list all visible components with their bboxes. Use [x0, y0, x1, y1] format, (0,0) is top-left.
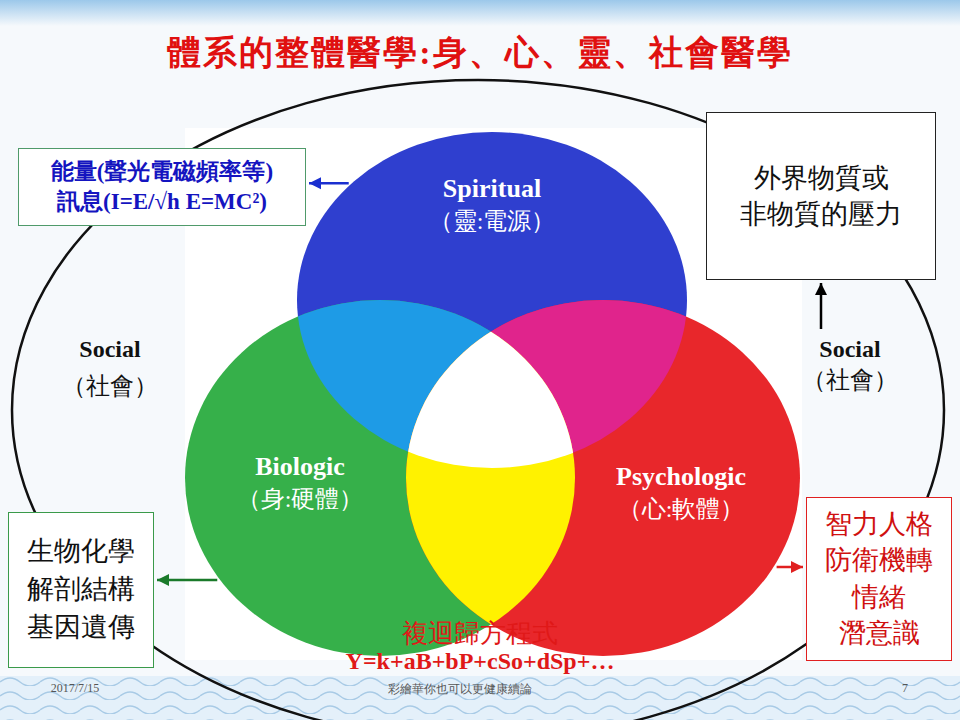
biology-box: 生物化學 解剖結構 基因遺傳	[8, 512, 154, 668]
box-text: （社會）	[797, 365, 903, 396]
box-text: 智力人格 防衛機轉 情緒 潛意識	[817, 506, 941, 652]
circle-label: Psychologic（心:軟體）	[616, 460, 746, 525]
circle-subtitle: （心:軟體）	[616, 494, 746, 525]
slide-title: 體系的整體醫學:身、心、靈、社會醫學	[167, 30, 792, 76]
arrow-head	[815, 283, 827, 295]
box-text: 外界物質或 非物質的壓力	[717, 160, 925, 233]
circle-label: Biologic（身:硬體）	[237, 450, 364, 515]
social-label: （社會）	[62, 370, 158, 402]
arrow-head	[157, 574, 169, 586]
social-label: Social	[79, 336, 140, 363]
biologic-circle: Biologic（身:硬體）	[185, 300, 575, 656]
footer-date: 2017/7/15	[51, 681, 100, 696]
box-text: 能量(聲光電磁頻率等) 訊息(I=E/√h E=MC²)	[29, 157, 295, 217]
social-label-node: Social（社會）	[795, 332, 905, 398]
page-number: 7	[902, 681, 908, 696]
circle-subtitle: （靈:電源）	[429, 206, 556, 237]
equation: Y=k+aB+bP+cSo+dSp+…	[346, 648, 615, 675]
psychology-box: 智力人格 防衛機轉 情緒 潛意識	[806, 497, 952, 661]
arrow-head	[309, 177, 321, 189]
circle-subtitle: （身:硬體）	[237, 484, 364, 515]
box-text: 生物化學 解剖結構 基因遺傳	[19, 533, 143, 646]
info-box: 能量(聲光電磁頻率等) 訊息(I=E/√h E=MC²)	[18, 148, 306, 226]
spiritual-circle: Spiritual（靈:電源）	[297, 132, 687, 468]
circle-label: Spiritual（靈:電源）	[429, 172, 556, 237]
equation-heading: 複迴歸方程式	[402, 616, 558, 651]
arrow-head	[791, 561, 803, 573]
circle-heading: Biologic	[237, 450, 364, 484]
stress-box: 外界物質或 非物質的壓力	[706, 112, 936, 280]
box-text: Social	[797, 334, 903, 365]
circle-heading: Psychologic	[616, 460, 746, 494]
psychologic-circle: Psychologic（心:軟體）	[406, 300, 800, 656]
circle-heading: Spiritual	[429, 172, 556, 206]
footer-title: 彩繪華你也可以更健康續論	[388, 681, 532, 698]
